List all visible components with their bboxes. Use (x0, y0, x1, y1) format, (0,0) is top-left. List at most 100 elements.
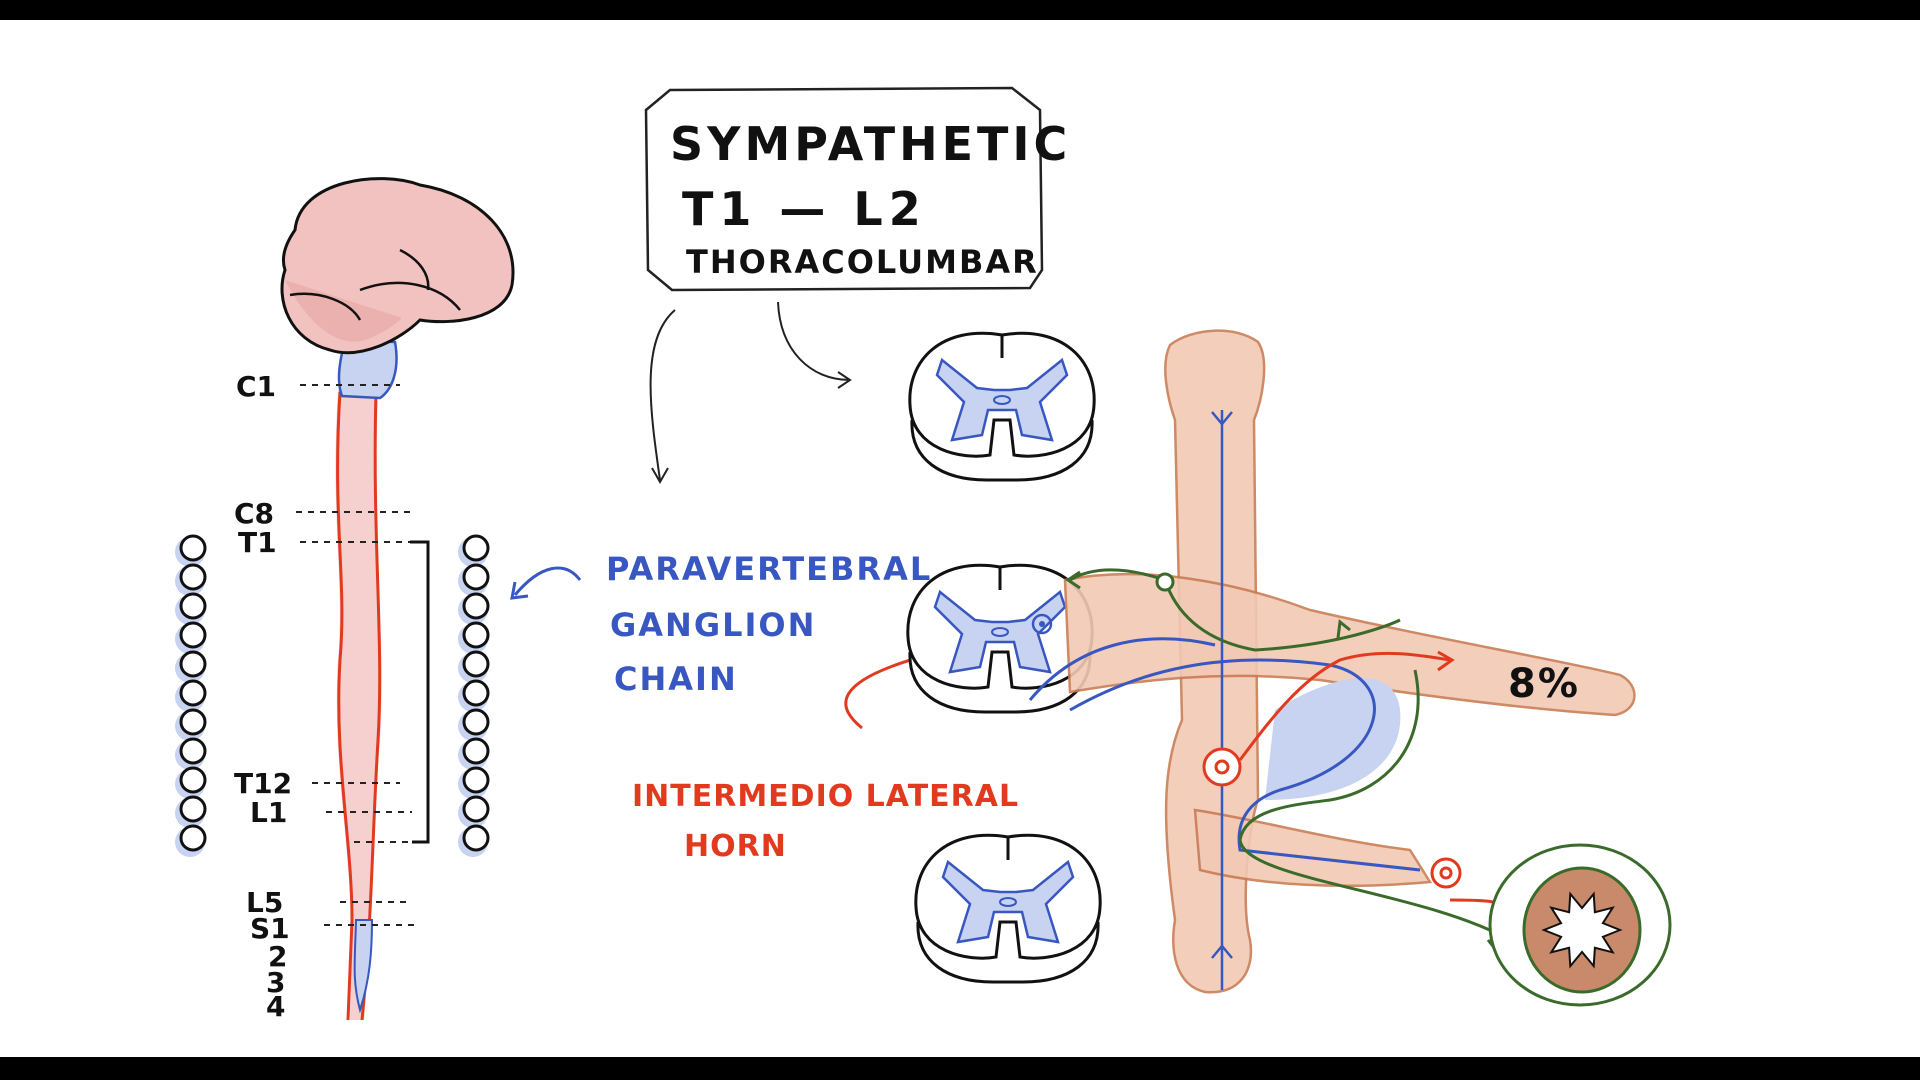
paravertebral-label: PARAVERTEBRAL GANGLION CHAIN (606, 550, 932, 698)
level-s2: 2 (268, 940, 287, 973)
level-t12: T12 (234, 767, 292, 800)
postganglionic-arrowhead-1 (1336, 619, 1351, 639)
level-s3: 3 (266, 966, 285, 999)
chain-left-ganglion (179, 592, 207, 620)
level-s4: 4 (266, 990, 285, 1023)
title-line-1: SYMPATHETIC (670, 117, 1071, 171)
chain-left-ganglion (179, 679, 207, 707)
chain-right-ganglion (462, 534, 490, 562)
cord-cross-section (906, 563, 1094, 714)
chain-left-ganglion (179, 650, 207, 678)
splanchnic-nerve (1193, 808, 1433, 888)
brain-sulcus-1 (359, 281, 461, 311)
spinal-cord-left-edge (336, 391, 354, 1021)
gray-ramus-arrowhead (1065, 570, 1081, 590)
arrow-head-cord (837, 371, 852, 389)
title-box: SYMPATHETIC T1 — L2 THORACOLUMBAR (644, 86, 1071, 292)
chain-left-ganglion (179, 621, 207, 649)
chain-ganglion (1202, 747, 1242, 787)
grey-matter (941, 859, 1075, 944)
chain-left-ganglion (179, 795, 207, 823)
paravertebral-line-2: GANGLION (610, 606, 816, 644)
level-c8: C8 (234, 497, 274, 530)
level-c1: C1 (236, 370, 276, 403)
central-canal (991, 627, 1009, 637)
red-fiber-to-skin (1238, 651, 1451, 761)
chain-right-ganglion (462, 650, 490, 678)
chain-left-ganglion (179, 766, 207, 794)
brainstem (337, 338, 398, 400)
chain-pointer-line (513, 566, 582, 596)
intermediolateral-label: INTERMEDIO LATERAL HORN (632, 779, 1019, 864)
brain-sulcus-2 (399, 248, 430, 291)
lateral-horn-neuron (1031, 613, 1053, 635)
chain-right-ganglion (462, 766, 490, 794)
pre-fiber-upper (1028, 637, 1216, 701)
arrow-head-chain (651, 467, 669, 485)
title-box-border (644, 86, 1044, 292)
t1-l2-bracket (410, 540, 430, 844)
diagram-svg: SYMPATHETIC T1 — L2 THORACOLUMBAR (175, 86, 1672, 1023)
level-t1: T1 (238, 526, 277, 559)
chain-left-ganglion (179, 708, 207, 736)
brain (280, 177, 515, 355)
intermediolateral-line-1: INTERMEDIO LATERAL (632, 779, 1019, 814)
arrow-to-chain (649, 309, 676, 481)
chain-right-ganglion (462, 563, 490, 591)
chain-right-ganglion (462, 621, 490, 649)
postganglionic-fiber-2 (1238, 669, 1513, 956)
chain-left-ganglion (179, 824, 207, 852)
trunk-blue-arrow-top (1211, 411, 1233, 426)
chain-right-ganglion (462, 708, 490, 736)
chain-left-ganglion (179, 737, 207, 765)
central-canal (993, 395, 1011, 405)
chain-pointer-arrow (510, 566, 582, 600)
spine-level-labels: C1 C8 T1 T12 L1 L5 S1 2 3 4 (234, 370, 292, 1023)
postganglionic-fiber-1 (1163, 579, 1401, 652)
title-line-2: T1 — L2 (682, 182, 927, 236)
trunk-blue-arrow-bottom (1211, 944, 1233, 959)
chain-right-ganglion (462, 824, 490, 852)
cord-cross-section (914, 833, 1102, 984)
red-fiber-arrowhead (1437, 650, 1455, 672)
brain-and-cord (280, 177, 515, 1021)
lateral-horn-nucleus (1039, 621, 1045, 627)
cord-cross-sections (906, 331, 1102, 984)
ramus-shade (1265, 678, 1401, 800)
prevertebral-ganglion-nucleus (1439, 866, 1453, 880)
chain-right-ganglion (462, 737, 490, 765)
conus-tip (353, 919, 374, 1014)
chain-pointer-head (510, 581, 529, 600)
gut-lumen (1541, 891, 1623, 969)
central-canal (999, 897, 1017, 907)
title-arrows (649, 301, 852, 485)
ganglion-chain-right (458, 534, 490, 857)
grey-matter (935, 357, 1069, 442)
paravertebral-line-1: PARAVERTEBRAL (606, 550, 932, 588)
chain-right-ganglion (462, 679, 490, 707)
spinal-cord-fill (335, 390, 382, 1020)
percent-label: 8% (1508, 661, 1580, 707)
grey-matter (933, 589, 1067, 674)
brain-sulcus-3 (289, 292, 362, 321)
gray-ramus-ganglion (1155, 572, 1175, 592)
chain-right-ganglion (462, 592, 490, 620)
intermediolateral-line-2: HORN (684, 829, 787, 864)
arrow-to-cord (777, 301, 851, 381)
chain-ganglion-nucleus (1214, 759, 1230, 775)
cord-cross-section (908, 331, 1096, 482)
diagram-canvas: SYMPATHETIC T1 — L2 THORACOLUMBAR (0, 20, 1920, 1057)
prevertebral-ganglion (1430, 857, 1462, 889)
level-s1: S1 (250, 912, 290, 945)
gray-ramus-fiber (1069, 568, 1166, 582)
chain-left-ganglion (179, 534, 207, 562)
spinal-nerve (1063, 572, 1636, 717)
chain-right-ganglion (462, 795, 490, 823)
level-lines (296, 384, 424, 926)
preganglionic-fiber (1069, 658, 1421, 872)
level-l5: L5 (246, 886, 283, 919)
paravertebral-line-3: CHAIN (614, 660, 738, 698)
level-l1: L1 (250, 796, 287, 829)
chain-left-ganglion (179, 563, 207, 591)
title-line-3: THORACOLUMBAR (686, 243, 1039, 281)
